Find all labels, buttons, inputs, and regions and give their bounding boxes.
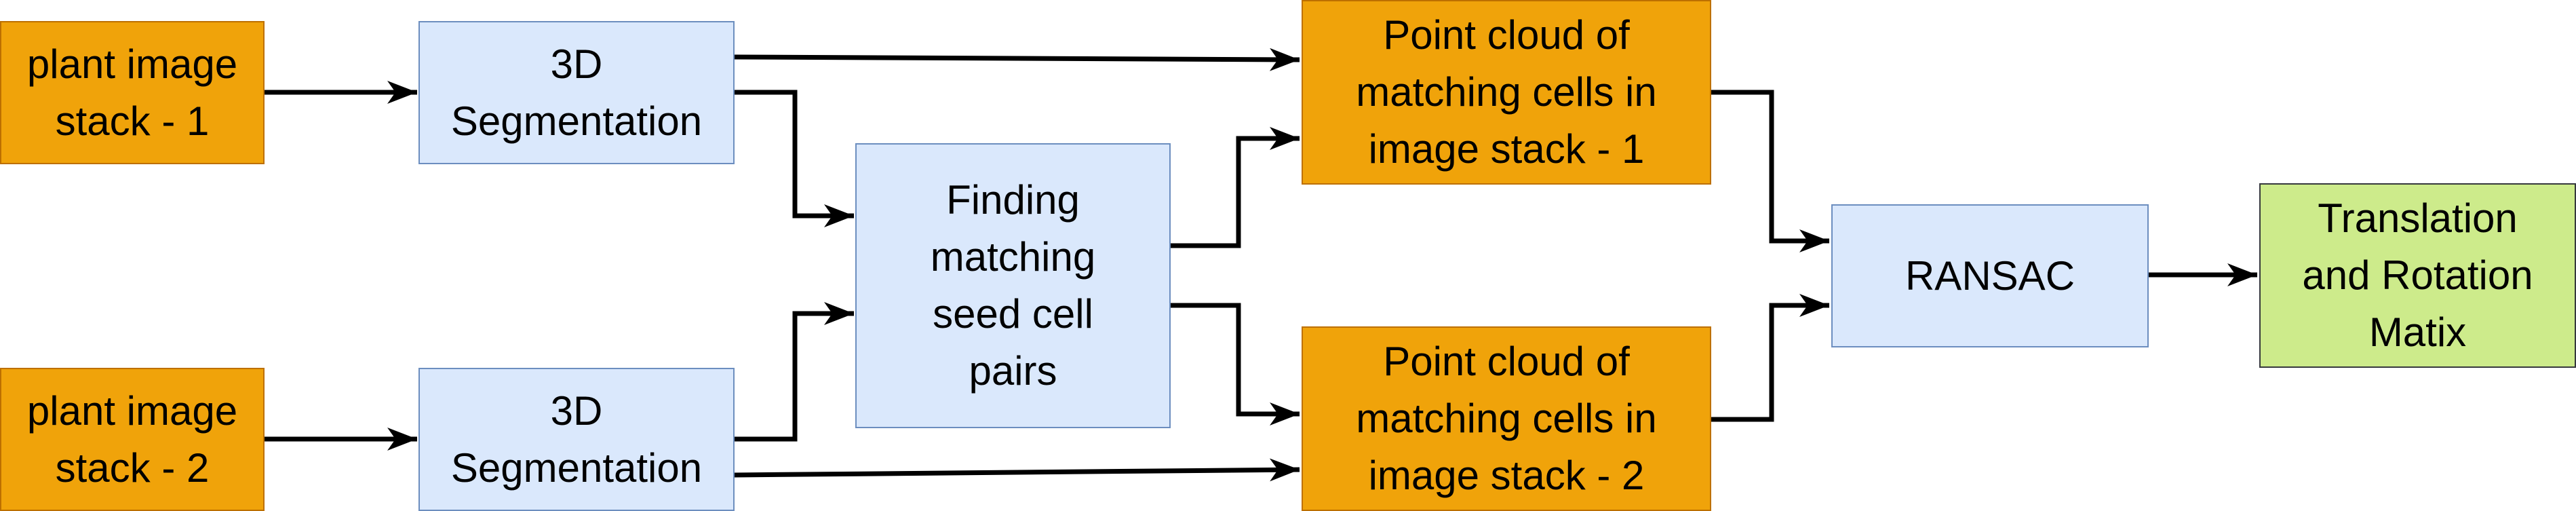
node-label: Point cloud of matching cells in image s… bbox=[1356, 339, 1657, 498]
node-label: Translation and Rotation Matix bbox=[2302, 195, 2533, 355]
node-3d-segmentation-2: 3D Segmentation bbox=[418, 368, 735, 511]
node-label: Point cloud of matching cells in image s… bbox=[1356, 12, 1657, 172]
node-label: plant image stack - 2 bbox=[26, 387, 238, 491]
node-point-cloud-stack-1: Point cloud of matching cells in image s… bbox=[1302, 0, 1711, 185]
node-label: RANSAC bbox=[1905, 252, 2075, 299]
node-3d-segmentation-1: 3D Segmentation bbox=[418, 21, 735, 164]
edge-finding-to-cloud2 bbox=[1171, 303, 1300, 425]
edge-cloud2-to-ransac bbox=[1711, 294, 1829, 422]
edge-seg2-to-finding bbox=[735, 302, 854, 442]
edge-cloud1-to-ransac bbox=[1711, 90, 1829, 252]
node-plant-image-stack-2: plant image stack - 2 bbox=[0, 368, 265, 511]
node-label: 3D Segmentation bbox=[450, 387, 703, 491]
edge-finding-to-cloud1 bbox=[1171, 127, 1300, 248]
node-label: 3D Segmentation bbox=[450, 41, 703, 144]
edge-seg1-to-cloud1 bbox=[734, 48, 1300, 71]
node-plant-image-stack-1: plant image stack - 1 bbox=[0, 21, 265, 164]
node-point-cloud-stack-2: Point cloud of matching cells in image s… bbox=[1302, 326, 1711, 511]
edge-seg2-to-cloud2 bbox=[734, 458, 1300, 482]
node-label: Finding matching seed cell pairs bbox=[930, 177, 1096, 394]
node-finding-matching-seed-cell-pairs: Finding matching seed cell pairs bbox=[855, 143, 1171, 428]
node-ransac: RANSAC bbox=[1831, 204, 2149, 347]
node-label: plant image stack - 1 bbox=[26, 41, 238, 144]
edge-seg1-to-finding bbox=[735, 90, 854, 227]
node-translation-and-rotation-matrix: Translation and Rotation Matix bbox=[2259, 183, 2576, 368]
